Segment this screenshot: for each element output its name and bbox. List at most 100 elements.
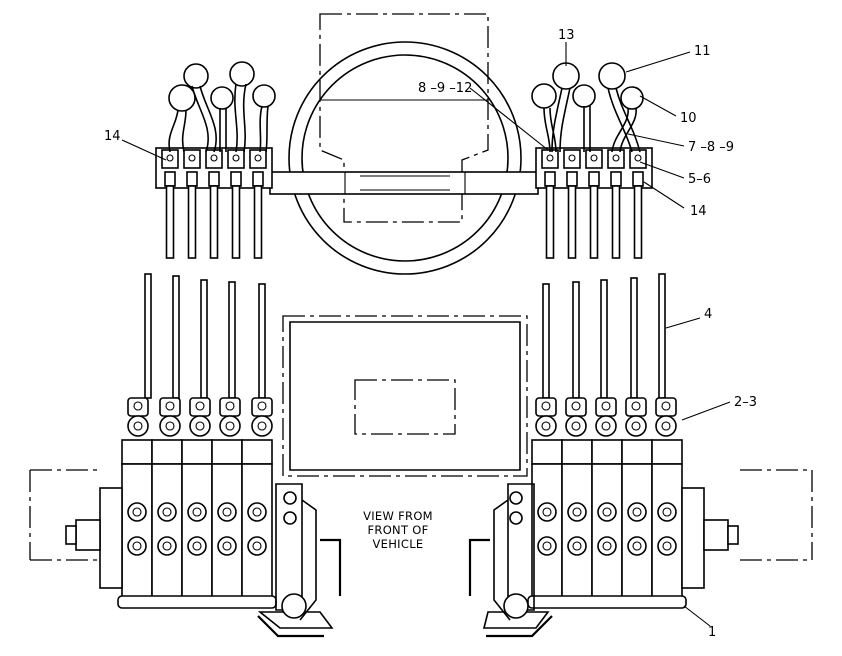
clevis-right bbox=[625, 397, 647, 417]
knob-r2-stalk bbox=[551, 87, 571, 153]
end-stub-left bbox=[65, 525, 77, 545]
top-pivot-right bbox=[590, 154, 598, 162]
clevis-right bbox=[655, 397, 677, 417]
end-fitting-right bbox=[681, 487, 739, 589]
end-fitting-left bbox=[65, 487, 123, 589]
top-clevis-left bbox=[205, 149, 223, 169]
port-upper-right bbox=[537, 502, 557, 522]
clevis-eye-hole-left bbox=[133, 421, 143, 431]
callout-13: 13 bbox=[558, 28, 575, 43]
clevis-pin-left bbox=[257, 401, 267, 411]
valve-cap-left bbox=[151, 439, 183, 465]
bracket-plate-right bbox=[507, 483, 535, 611]
clevis-pin-right bbox=[571, 401, 581, 411]
mount-bracket-right bbox=[468, 483, 553, 638]
port-upper-left bbox=[187, 502, 207, 522]
clevis-eye-right bbox=[595, 415, 617, 437]
valve-section-right bbox=[561, 463, 593, 605]
top-lever-assembly-left bbox=[155, 147, 273, 259]
knob-l2-ball bbox=[183, 63, 209, 89]
knob-r5-stalk bbox=[611, 107, 637, 153]
valve-base-right bbox=[527, 595, 687, 609]
port-lower-inner-left bbox=[252, 541, 262, 551]
knob-r4-ball bbox=[598, 62, 626, 90]
view-note: VIEW FROM FRONT OF VEHICLE bbox=[363, 509, 433, 551]
leader-lines bbox=[121, 42, 731, 627]
port-upper-right bbox=[657, 502, 677, 522]
valve-cap-left bbox=[241, 439, 273, 465]
clevis-eye-right bbox=[535, 415, 557, 437]
port-lower-inner-right bbox=[662, 541, 672, 551]
port-upper-right bbox=[597, 502, 617, 522]
valve-section-left bbox=[241, 463, 273, 605]
clevis-left bbox=[251, 397, 273, 417]
port-upper-left bbox=[247, 502, 267, 522]
bracket-link-right bbox=[468, 538, 553, 638]
clevis-eye-right bbox=[565, 415, 587, 437]
top-lever-assembly-right bbox=[535, 147, 653, 259]
mount-bracket-left bbox=[257, 483, 342, 638]
bracket-hole-right bbox=[509, 511, 523, 525]
bottom-rod-left bbox=[144, 273, 152, 399]
callout-8-9-12: 8 –9 –12 bbox=[418, 81, 472, 96]
top-link-right bbox=[588, 171, 600, 187]
bottom-rod-left bbox=[258, 283, 266, 399]
bottom-rod-right bbox=[630, 277, 638, 399]
knob-l3-ball bbox=[210, 86, 234, 110]
valve-section-right bbox=[651, 463, 683, 605]
clevis-eye-hole-right bbox=[661, 421, 671, 431]
valve-section-left bbox=[121, 463, 153, 605]
callout-7-8-9: 7 –8 –9 bbox=[688, 140, 734, 155]
clevis-eye-left bbox=[251, 415, 273, 437]
top-pivot-left bbox=[254, 154, 262, 162]
knob-r3 bbox=[572, 84, 596, 152]
port-upper-inner-right bbox=[542, 507, 552, 517]
port-lower-right bbox=[627, 536, 647, 556]
view-note-line3: VEHICLE bbox=[373, 537, 424, 551]
top-link-right bbox=[544, 171, 556, 187]
port-lower-right bbox=[537, 536, 557, 556]
port-upper-left bbox=[157, 502, 177, 522]
clevis-left bbox=[159, 397, 181, 417]
port-lower-right bbox=[657, 536, 677, 556]
port-lower-inner-right bbox=[602, 541, 612, 551]
top-pivot-left bbox=[232, 154, 240, 162]
top-clevis-right bbox=[585, 149, 603, 169]
clevis-eye-hole-left bbox=[257, 421, 267, 431]
view-note-line2: FRONT OF bbox=[367, 523, 428, 537]
knob-r1 bbox=[531, 83, 557, 153]
bottom-rod-left bbox=[200, 279, 208, 399]
valve-cap-left bbox=[211, 439, 243, 465]
port-upper-inner-right bbox=[662, 507, 672, 517]
knob-r1-ball bbox=[531, 83, 557, 109]
clevis-pin-left bbox=[133, 401, 143, 411]
top-rod-left bbox=[253, 185, 263, 259]
clevis-eye-left bbox=[219, 415, 241, 437]
clevis-eye-hole-right bbox=[571, 421, 581, 431]
knob-l2 bbox=[183, 63, 217, 153]
top-pivot-left bbox=[210, 154, 218, 162]
port-upper-right bbox=[627, 502, 647, 522]
clevis-pin-left bbox=[165, 401, 175, 411]
port-lower-right bbox=[567, 536, 587, 556]
bracket-hole-left bbox=[283, 491, 297, 505]
valve-section-right bbox=[591, 463, 623, 605]
valve-cap-left bbox=[181, 439, 213, 465]
callout-14-right: 14 bbox=[690, 204, 707, 219]
knob-l1-ball bbox=[168, 84, 196, 112]
port-upper-left bbox=[127, 502, 147, 522]
top-rod-right bbox=[633, 185, 643, 259]
knob-l4-ball bbox=[229, 61, 255, 87]
top-pivot-left bbox=[188, 154, 196, 162]
top-rod-left bbox=[209, 185, 219, 259]
port-lower-inner-left bbox=[162, 541, 172, 551]
knob-r3-stalk bbox=[583, 106, 591, 152]
clevis-right bbox=[595, 397, 617, 417]
port-lower-inner-left bbox=[222, 541, 232, 551]
top-clevis-right bbox=[563, 149, 581, 169]
bottom-rods-right bbox=[542, 273, 666, 399]
knob-l2-stalk bbox=[191, 85, 217, 153]
clevis-row-left bbox=[127, 397, 273, 437]
port-lower-inner-right bbox=[542, 541, 552, 551]
